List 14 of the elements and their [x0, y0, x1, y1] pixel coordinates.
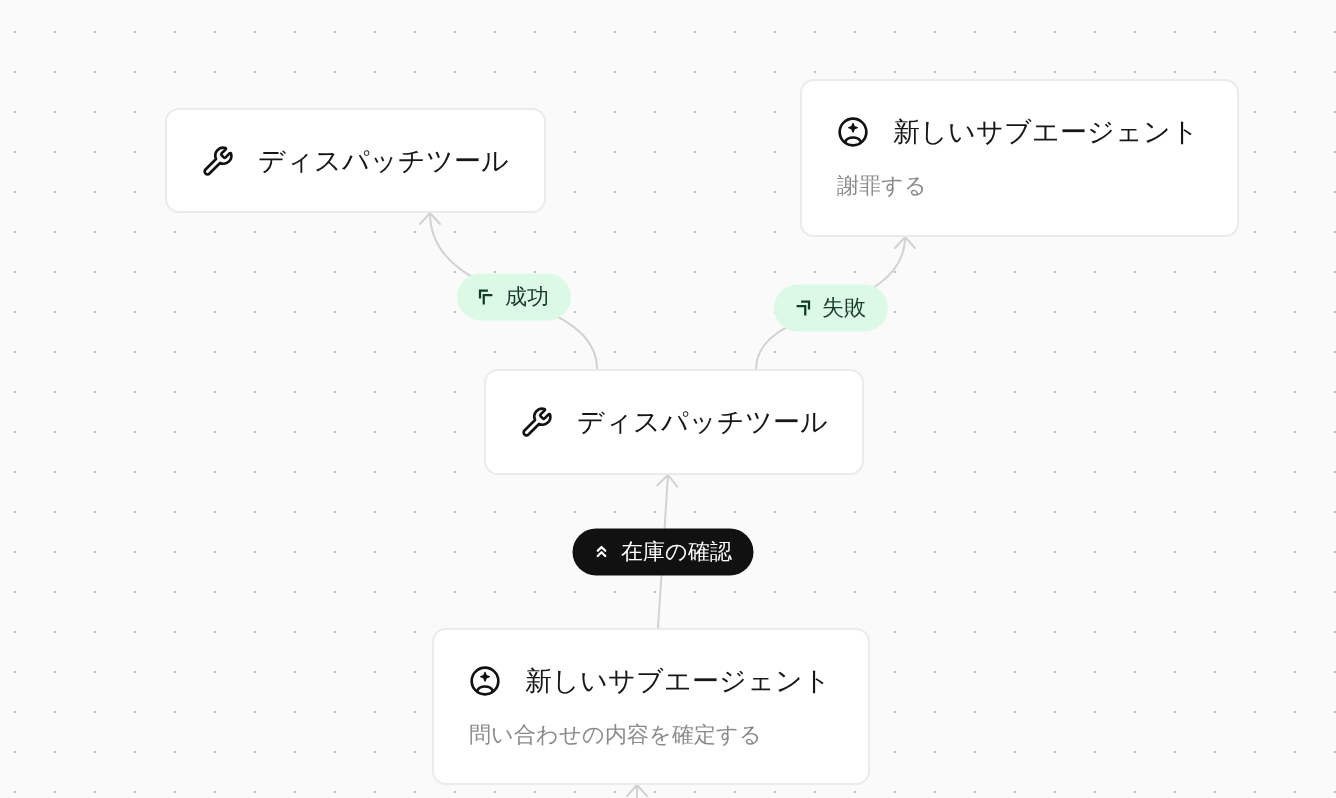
edge-label: 失敗 — [821, 293, 866, 322]
node-card — [432, 628, 870, 785]
edge-label: 成功 — [504, 282, 549, 311]
node-title: ディスパッチツール — [258, 143, 509, 178]
node-title: ディスパッチツール — [577, 405, 828, 439]
node-card — [165, 108, 546, 213]
node-title: 新しいサブエージェント — [525, 663, 831, 698]
node-description: 謝罪する — [837, 172, 928, 200]
node-title: 新しいサブエージェント — [893, 115, 1199, 149]
node-description: 問い合わせの内容を確定する — [469, 720, 763, 749]
node-card — [800, 79, 1239, 237]
arrow — [626, 784, 648, 798]
edge-label: 在庫の確認 — [620, 537, 732, 566]
node-card — [484, 369, 864, 475]
